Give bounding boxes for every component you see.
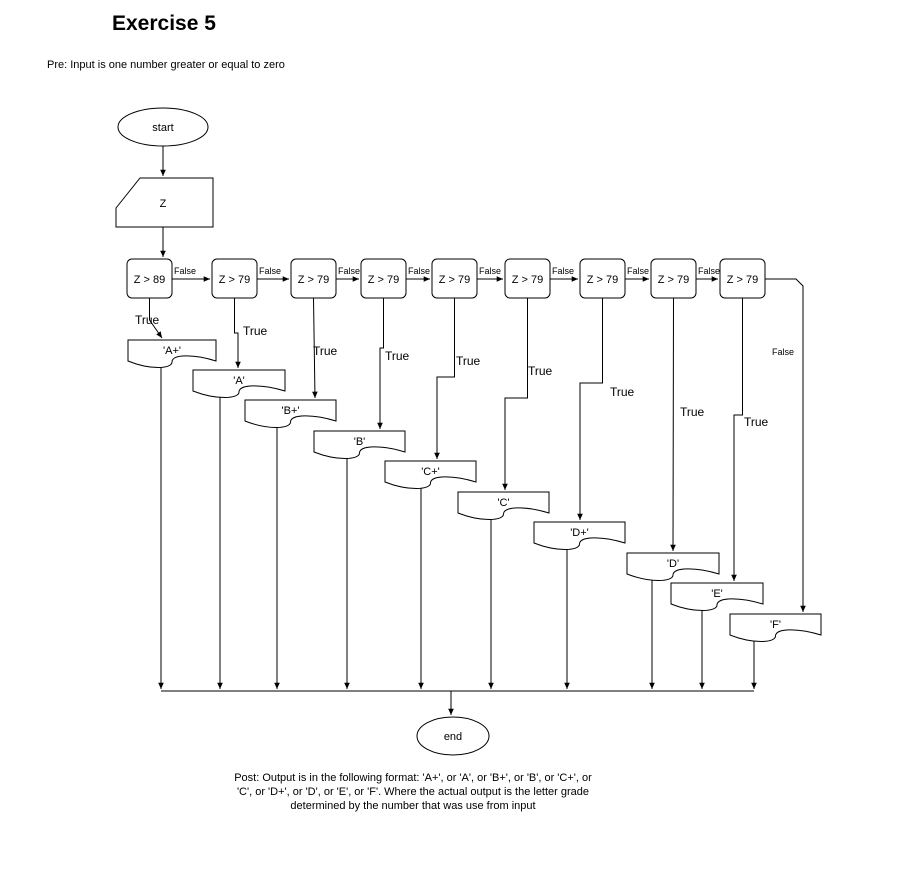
decision-node: Z > 79 bbox=[650, 258, 697, 299]
end-label: end bbox=[444, 731, 462, 743]
decision-node: Z > 89 bbox=[126, 258, 173, 299]
decision-label: Z > 79 bbox=[587, 274, 619, 286]
edge-true-branch bbox=[577, 298, 603, 520]
false-label: False bbox=[772, 347, 794, 357]
decision-label: Z > 79 bbox=[219, 274, 251, 286]
output-node: 'B' bbox=[313, 430, 406, 459]
true-label: True bbox=[528, 364, 553, 378]
flowchart-shapes: start Z end Z > 89 Z > 79 Z > 79 Z > 79 Z > … bbox=[115, 107, 822, 756]
edge-true-branch bbox=[149, 298, 163, 339]
edge-true-branch bbox=[312, 297, 318, 399]
edge-true-branch bbox=[377, 298, 384, 429]
output-node: 'D' bbox=[626, 552, 720, 581]
output-label: 'A' bbox=[233, 375, 245, 387]
edge-true-branch bbox=[731, 298, 743, 581]
start-label: start bbox=[152, 122, 173, 134]
precondition-text: Pre: Input is one number greater or equa… bbox=[47, 59, 285, 71]
input-node: Z bbox=[115, 177, 214, 228]
false-label: False bbox=[698, 266, 720, 276]
true-label: True bbox=[610, 385, 635, 399]
output-node: 'A' bbox=[192, 369, 286, 398]
false-label: False bbox=[259, 266, 281, 276]
edge-true-branch bbox=[234, 298, 241, 368]
decision-label: Z > 79 bbox=[658, 274, 690, 286]
output-node: 'A+' bbox=[127, 339, 217, 368]
output-label: 'C' bbox=[497, 497, 509, 509]
false-label: False bbox=[338, 266, 360, 276]
decision-node: Z > 79 bbox=[360, 258, 407, 299]
true-label: True bbox=[680, 405, 705, 419]
start-terminal: start bbox=[117, 107, 209, 147]
true-label: True bbox=[456, 354, 481, 368]
decision-label: Z > 79 bbox=[298, 274, 330, 286]
output-label: 'E' bbox=[711, 588, 723, 600]
edge-false-to-f bbox=[765, 278, 806, 612]
true-label: True bbox=[744, 415, 769, 429]
output-label: 'D' bbox=[667, 558, 679, 570]
flowchart-edges bbox=[149, 146, 806, 715]
output-label: 'B+' bbox=[282, 405, 300, 417]
false-label: False bbox=[174, 266, 196, 276]
decision-node: Z > 79 bbox=[579, 258, 626, 299]
decision-label: Z > 79 bbox=[368, 274, 400, 286]
output-label: 'A+' bbox=[163, 345, 181, 357]
decision-node: Z > 79 bbox=[719, 258, 766, 299]
decision-node: Z > 79 bbox=[211, 258, 258, 299]
true-label: True bbox=[313, 344, 338, 358]
input-label: Z bbox=[160, 198, 167, 210]
decision-label: Z > 89 bbox=[134, 274, 166, 286]
edge-true-branch bbox=[670, 297, 676, 552]
output-node: 'C+' bbox=[384, 460, 477, 489]
edge-true-branch bbox=[502, 298, 528, 490]
decision-label: Z > 79 bbox=[439, 274, 471, 286]
output-label: 'C+' bbox=[421, 466, 440, 478]
false-label: False bbox=[552, 266, 574, 276]
output-node: 'D+' bbox=[533, 521, 626, 550]
output-node: 'C' bbox=[457, 491, 550, 520]
true-label: True bbox=[243, 324, 268, 338]
edge-true-branch bbox=[434, 298, 455, 459]
false-label: False bbox=[627, 266, 649, 276]
output-node: 'B+' bbox=[244, 399, 337, 428]
decision-node: Z > 79 bbox=[504, 258, 551, 299]
output-node: 'E' bbox=[670, 582, 764, 611]
false-label: False bbox=[479, 266, 501, 276]
postcondition-text: Post: Output is in the following format:… bbox=[234, 772, 592, 812]
output-label: 'B' bbox=[354, 436, 366, 448]
true-label: True bbox=[135, 313, 160, 327]
decision-label: Z > 79 bbox=[512, 274, 544, 286]
decision-label: Z > 79 bbox=[727, 274, 759, 286]
output-node: 'F' bbox=[729, 613, 822, 642]
page-title: Exercise 5 bbox=[112, 12, 216, 35]
decision-node: Z > 79 bbox=[290, 258, 337, 299]
output-label: 'D+' bbox=[570, 527, 589, 539]
end-terminal: end bbox=[416, 716, 490, 756]
true-label: True bbox=[385, 349, 410, 363]
decision-node: Z > 79 bbox=[431, 258, 478, 299]
false-label: False bbox=[408, 266, 430, 276]
output-label: 'F' bbox=[770, 619, 781, 631]
